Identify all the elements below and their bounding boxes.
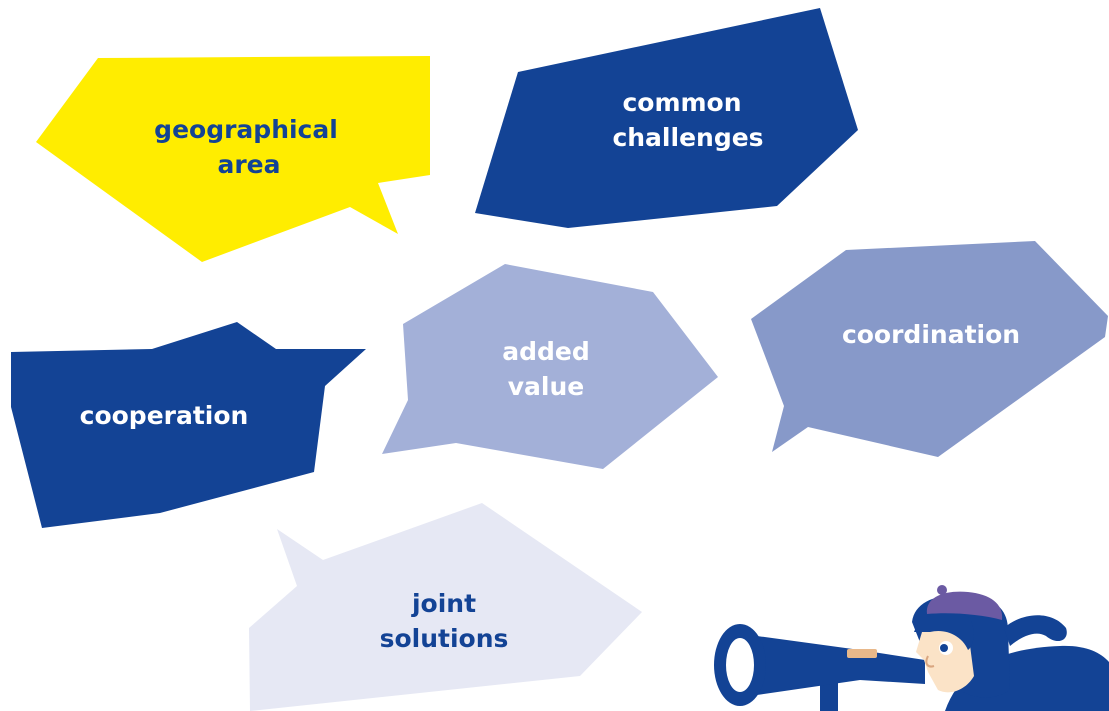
telescope-lens-inner [726, 638, 754, 692]
bubble-added-value-shape [382, 264, 718, 469]
bubble-joint-solutions-line1: joint [411, 589, 476, 618]
figure-pupil [940, 644, 948, 652]
bubble-geographical-area: geographical area [36, 56, 430, 262]
figure-hat-pom [937, 585, 947, 595]
bubble-geographical-area-shape [36, 56, 430, 262]
bubble-coordination-line1: coordination [842, 320, 1020, 349]
figure-nose [925, 655, 935, 668]
figure-ponytail [1004, 615, 1067, 646]
figure-fringe [914, 611, 974, 650]
figure-hat [926, 591, 1003, 620]
bubble-coordination-shape [751, 241, 1108, 457]
bubble-common-challenges: common challenges [475, 8, 858, 228]
bubble-cooperation-shape [11, 322, 366, 528]
bubble-coordination: coordination [751, 241, 1108, 457]
bubble-geographical-area-line2: area [217, 150, 280, 179]
bubble-cooperation-line1: cooperation [80, 401, 249, 430]
person-with-telescope-icon [714, 585, 1109, 711]
bubble-joint-solutions-shape [249, 503, 642, 711]
bubble-geographical-area-line1: geographical [154, 115, 338, 144]
bubble-common-challenges-line1: common [622, 88, 741, 117]
bubble-added-value-line2: value [508, 372, 585, 401]
bubble-cooperation: cooperation [11, 322, 366, 528]
bubble-added-value-line1: added [502, 337, 590, 366]
bubble-added-value: added value [382, 264, 718, 469]
telescope-tube [757, 636, 925, 695]
bubble-common-challenges-shape [475, 8, 858, 228]
figure-face [916, 621, 974, 693]
bubble-joint-solutions-line2: solutions [380, 624, 509, 653]
bubble-common-challenges-line2: challenges [612, 123, 763, 152]
bubble-joint-solutions: joint solutions [249, 503, 642, 711]
telescope-eyepiece [847, 649, 877, 658]
